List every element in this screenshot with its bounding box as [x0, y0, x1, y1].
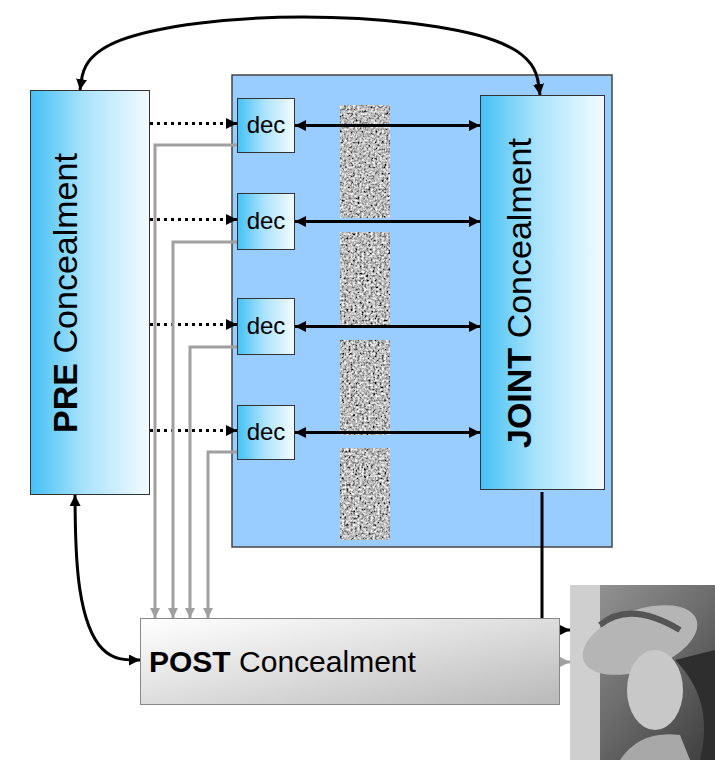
face — [627, 650, 683, 730]
node-label: Concealment — [502, 138, 539, 338]
flow-arrow — [295, 124, 480, 127]
dotted-arrow — [150, 122, 237, 125]
decoder-box: dec — [237, 298, 295, 355]
node-label: dec — [247, 419, 286, 445]
flow-arrow — [75, 495, 140, 660]
image-ground — [570, 585, 715, 760]
process-box: POSTConcealment — [140, 618, 560, 705]
node-label: dec — [247, 313, 286, 339]
subimage — [340, 232, 390, 327]
shoulder — [620, 734, 690, 760]
node-label: Concealment — [239, 645, 416, 678]
process-box: JOINT Concealment — [480, 95, 605, 490]
dotted-arrow — [150, 323, 237, 326]
decoder-box: dec — [237, 193, 295, 250]
dotted-arrow — [150, 218, 237, 221]
stage-name: PRE — [48, 362, 85, 432]
decoder-panel — [232, 75, 612, 547]
text-group: dec — [238, 406, 294, 459]
lena-image — [570, 585, 715, 760]
node-label: dec — [247, 112, 286, 138]
text-group: dec — [238, 299, 294, 354]
stage-name: JOINT — [502, 347, 539, 447]
flow-arrow — [80, 17, 540, 95]
stage-name: POST — [149, 645, 231, 678]
node-label: dec — [247, 208, 286, 234]
output-arrow — [560, 661, 570, 664]
grey-arrow — [190, 347, 237, 618]
text-group: POSTConcealment — [141, 619, 559, 704]
grey-arrow — [155, 145, 237, 618]
grey-arrow — [208, 452, 237, 618]
output-arrow — [542, 492, 570, 630]
text-group: JOINT Concealment — [502, 138, 539, 448]
text-group: dec — [238, 194, 294, 249]
text-group: PRE Concealment — [48, 153, 85, 433]
subimage — [340, 340, 390, 435]
decoder-box: dec — [237, 405, 295, 460]
subimage — [340, 105, 390, 218]
flow-arrow — [295, 220, 480, 223]
hat-band — [600, 614, 680, 630]
subimage — [340, 448, 390, 540]
flow-arrow — [295, 325, 480, 328]
decoder-box: dec — [237, 98, 295, 153]
text-group: dec — [238, 99, 294, 152]
flow-arrow — [295, 431, 480, 434]
process-box: PRE Concealment — [30, 90, 150, 495]
image-mirror — [570, 585, 600, 760]
dotted-arrow — [150, 429, 237, 432]
grey-arrow — [173, 242, 237, 618]
node-label: Concealment — [48, 153, 85, 353]
